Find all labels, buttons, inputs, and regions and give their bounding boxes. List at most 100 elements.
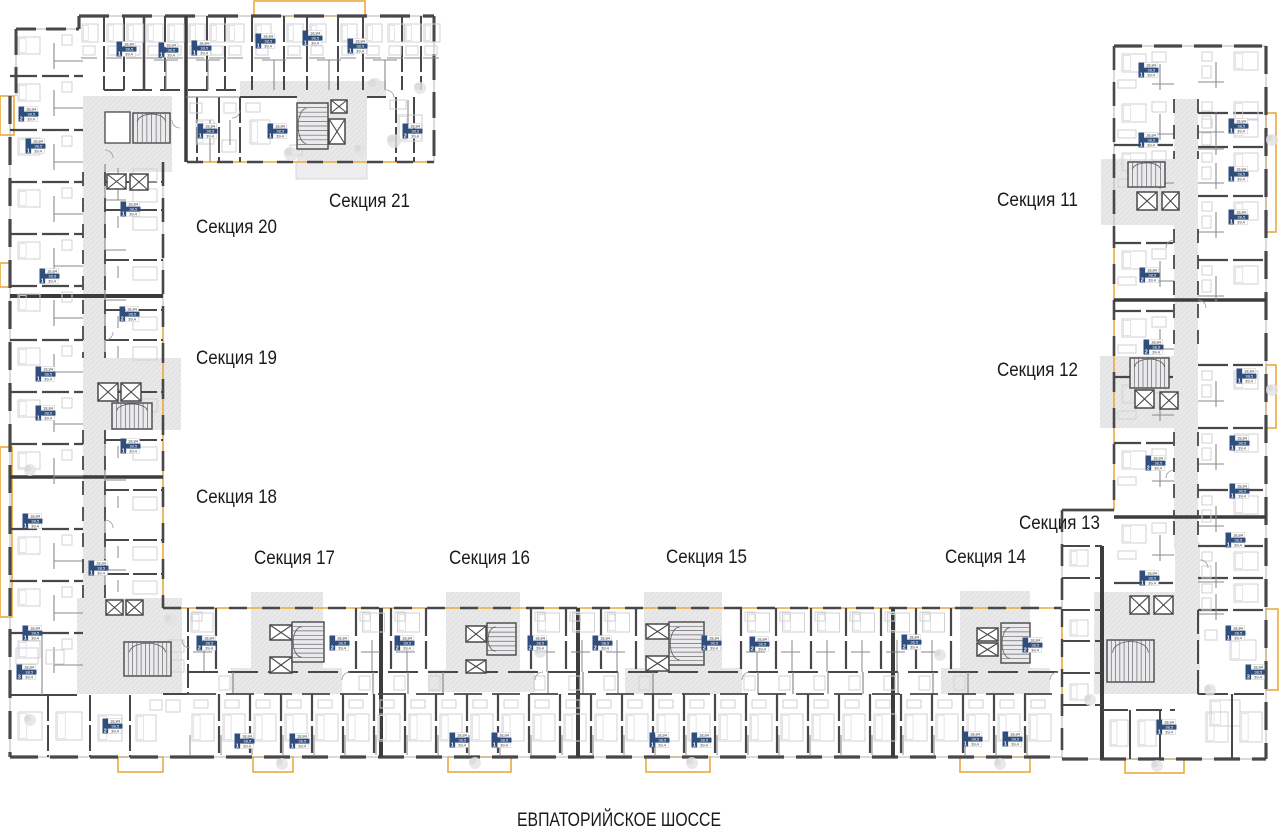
svg-text:1: 1 bbox=[1227, 636, 1230, 642]
svg-text:38,5: 38,5 bbox=[1234, 538, 1243, 543]
svg-text:18,84: 18,84 bbox=[204, 635, 215, 640]
svg-text:18,84: 18,84 bbox=[1253, 664, 1264, 669]
svg-text:18,84: 18,84 bbox=[297, 733, 308, 738]
svg-text:39,4: 39,4 bbox=[111, 729, 120, 734]
svg-text:1: 1 bbox=[122, 449, 125, 455]
svg-text:1: 1 bbox=[349, 49, 352, 55]
svg-text:2: 2 bbox=[751, 647, 754, 653]
svg-text:39,4: 39,4 bbox=[1237, 220, 1246, 225]
svg-text:18,84: 18,84 bbox=[457, 732, 468, 737]
svg-text:2: 2 bbox=[1147, 466, 1150, 472]
svg-text:39,4: 39,4 bbox=[658, 743, 667, 748]
svg-text:18,84: 18,84 bbox=[337, 635, 348, 640]
svg-text:1: 1 bbox=[24, 636, 27, 642]
svg-text:Секция 13: Секция 13 bbox=[1019, 513, 1100, 534]
svg-text:1: 1 bbox=[1230, 177, 1233, 183]
svg-text:1: 1 bbox=[41, 279, 44, 285]
svg-text:38,5: 38,5 bbox=[1031, 643, 1040, 648]
svg-text:39,4: 39,4 bbox=[298, 744, 307, 749]
svg-text:38,5: 38,5 bbox=[298, 739, 307, 744]
svg-text:1: 1 bbox=[27, 149, 30, 155]
svg-text:39,4: 39,4 bbox=[44, 416, 53, 421]
svg-text:39,4: 39,4 bbox=[356, 49, 365, 54]
svg-text:1: 1 bbox=[24, 524, 27, 530]
svg-text:18,84: 18,84 bbox=[1237, 435, 1248, 440]
svg-text:38,5: 38,5 bbox=[1152, 345, 1161, 350]
svg-text:18,84: 18,84 bbox=[1153, 455, 1164, 460]
svg-text:1: 1 bbox=[1141, 581, 1144, 587]
svg-text:38,5: 38,5 bbox=[34, 144, 43, 149]
svg-text:39,4: 39,4 bbox=[1011, 742, 1020, 747]
svg-text:39,4: 39,4 bbox=[971, 742, 980, 747]
svg-text:38,5: 38,5 bbox=[1147, 68, 1156, 73]
svg-text:39,4: 39,4 bbox=[276, 134, 285, 139]
svg-text:38,5: 38,5 bbox=[710, 641, 719, 646]
svg-text:ЕВПАТОРИЙСКОЕ ШОССЕ: ЕВПАТОРИЙСКОЕ ШОССЕ bbox=[517, 809, 721, 829]
svg-text:18,84: 18,84 bbox=[355, 38, 366, 43]
svg-text:1: 1 bbox=[269, 134, 272, 140]
svg-text:38,5: 38,5 bbox=[1237, 172, 1246, 177]
svg-text:18,84: 18,84 bbox=[970, 731, 981, 736]
svg-text:39,4: 39,4 bbox=[536, 646, 545, 651]
svg-text:1: 1 bbox=[304, 41, 307, 47]
svg-text:39,4: 39,4 bbox=[25, 675, 34, 680]
svg-text:Секция 12: Секция 12 bbox=[997, 360, 1078, 381]
svg-text:1: 1 bbox=[291, 744, 294, 750]
svg-text:18,84: 18,84 bbox=[402, 635, 413, 640]
svg-text:1: 1 bbox=[1230, 129, 1233, 135]
svg-text:38,5: 38,5 bbox=[27, 112, 36, 117]
svg-text:Секция 11: Секция 11 bbox=[997, 190, 1078, 211]
svg-text:1: 1 bbox=[964, 742, 967, 748]
svg-text:18,84: 18,84 bbox=[26, 106, 37, 111]
svg-text:38,5: 38,5 bbox=[1148, 273, 1157, 278]
svg-text:38,5: 38,5 bbox=[97, 566, 106, 571]
svg-text:Секция 19: Секция 19 bbox=[196, 348, 277, 369]
svg-text:39,4: 39,4 bbox=[200, 51, 209, 56]
svg-text:Секция 20: Секция 20 bbox=[196, 217, 277, 238]
svg-text:1: 1 bbox=[493, 743, 496, 749]
svg-text:18,84: 18,84 bbox=[757, 636, 768, 641]
svg-text:18,84: 18,84 bbox=[127, 306, 138, 311]
svg-text:18,84: 18,84 bbox=[709, 635, 720, 640]
svg-text:3: 3 bbox=[1247, 675, 1250, 681]
svg-text:18,84: 18,84 bbox=[1146, 62, 1157, 67]
svg-text:18,84: 18,84 bbox=[1147, 570, 1158, 575]
svg-text:38,5: 38,5 bbox=[356, 44, 365, 49]
svg-text:2: 2 bbox=[198, 646, 201, 652]
svg-text:38,5: 38,5 bbox=[1238, 441, 1247, 446]
svg-text:39,4: 39,4 bbox=[500, 743, 509, 748]
svg-text:18,84: 18,84 bbox=[33, 138, 44, 143]
svg-text:Секция 16: Секция 16 bbox=[449, 548, 530, 569]
svg-text:38,5: 38,5 bbox=[1165, 725, 1174, 730]
svg-text:39,4: 39,4 bbox=[34, 149, 43, 154]
svg-text:18,84: 18,84 bbox=[199, 40, 210, 45]
svg-text:38,5: 38,5 bbox=[48, 274, 57, 279]
svg-text:39,4: 39,4 bbox=[129, 449, 138, 454]
svg-text:2: 2 bbox=[404, 134, 407, 140]
svg-text:38,5: 38,5 bbox=[758, 642, 767, 647]
svg-text:2: 2 bbox=[594, 646, 597, 652]
svg-text:39,4: 39,4 bbox=[710, 646, 719, 651]
svg-text:18,84: 18,84 bbox=[263, 33, 274, 38]
svg-text:39,4: 39,4 bbox=[264, 44, 273, 49]
svg-text:39,4: 39,4 bbox=[403, 646, 412, 651]
svg-text:Секция 18: Секция 18 bbox=[196, 487, 277, 508]
svg-text:18,84: 18,84 bbox=[166, 42, 177, 47]
svg-text:18,84: 18,84 bbox=[128, 201, 139, 206]
svg-text:39,4: 39,4 bbox=[1152, 350, 1161, 355]
svg-text:1: 1 bbox=[90, 571, 93, 577]
svg-text:18,84: 18,84 bbox=[535, 635, 546, 640]
svg-text:18,84: 18,84 bbox=[909, 634, 920, 639]
svg-text:18,84: 18,84 bbox=[96, 560, 107, 565]
svg-text:39,4: 39,4 bbox=[311, 41, 320, 46]
svg-text:38,5: 38,5 bbox=[536, 641, 545, 646]
svg-text:38,5: 38,5 bbox=[264, 39, 273, 44]
svg-text:1: 1 bbox=[1004, 742, 1007, 748]
svg-text:39,4: 39,4 bbox=[1147, 143, 1156, 148]
svg-text:38,5: 38,5 bbox=[1238, 489, 1247, 494]
svg-text:39,4: 39,4 bbox=[338, 646, 347, 651]
svg-text:2: 2 bbox=[1141, 278, 1144, 284]
svg-text:18,84: 18,84 bbox=[410, 123, 421, 128]
svg-text:18,84: 18,84 bbox=[699, 732, 710, 737]
svg-text:39,4: 39,4 bbox=[1237, 177, 1246, 182]
